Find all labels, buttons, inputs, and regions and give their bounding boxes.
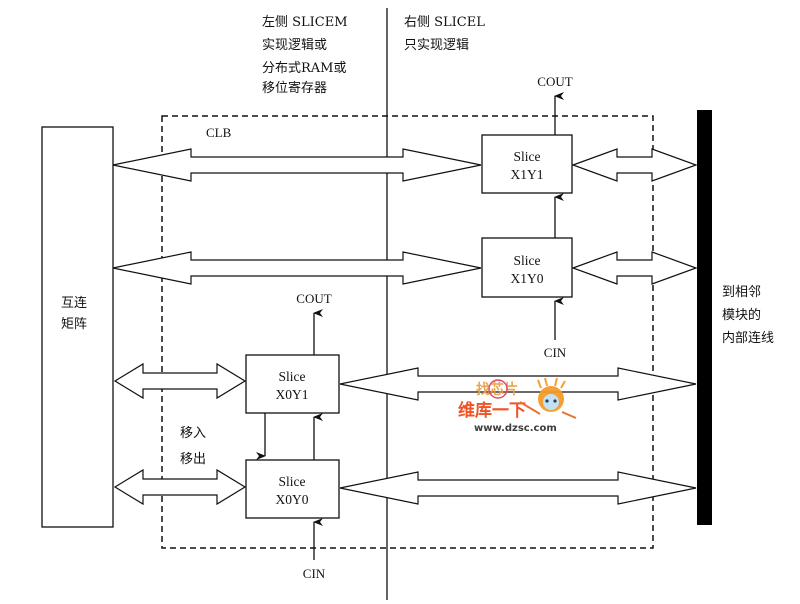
bus-arrow-x0y0-to-bus bbox=[339, 471, 697, 505]
shift-out-label: 移出 bbox=[180, 452, 206, 467]
right-header-line-2: 只实现逻辑 bbox=[404, 38, 469, 53]
slice-x1y0-title: Slice bbox=[514, 253, 541, 268]
slice-x1y1-coord: X1Y1 bbox=[511, 167, 544, 182]
slice-x0y1-coord: X0Y1 bbox=[276, 387, 309, 402]
left-header-line-4: 移位寄存器 bbox=[262, 80, 327, 96]
watermark: 找芯片 维库一下 www.dzsc.com bbox=[458, 377, 577, 434]
bus-arrow-x1y1-to-bus bbox=[571, 148, 698, 182]
watermark-mascot-face bbox=[543, 394, 559, 410]
clb-label: CLB bbox=[206, 125, 232, 140]
slice-x1y1: Slice X1Y1 bbox=[481, 134, 573, 194]
bus-arrow-x0y1-to-bus bbox=[339, 367, 697, 401]
shift-in-label: 移入 bbox=[180, 426, 206, 441]
bus-arrow-interconnect-to-x0y0 bbox=[113, 468, 247, 506]
interconnect-label-line-2: 矩阵 bbox=[61, 317, 87, 332]
right-header-text: 右侧 SLICEL 只实现逻辑 bbox=[404, 15, 485, 53]
watermark-top-text: 找芯片 bbox=[476, 381, 518, 398]
bus-arrow-interconnect-to-x1y1 bbox=[112, 148, 482, 182]
left-header-line-1: 左侧 SLICEM bbox=[262, 15, 348, 30]
right-label-line-3: 内部连线 bbox=[722, 330, 774, 346]
bus-arrow-interconnect-to-x1y0 bbox=[112, 251, 482, 285]
bus-arrow-interconnect-to-x0y1 bbox=[113, 362, 247, 400]
slice-x0y0-box bbox=[245, 459, 340, 519]
cin-right-label: CIN bbox=[544, 345, 567, 360]
watermark-main-text: 维库一下 bbox=[458, 400, 526, 421]
left-header-line-2: 实现逻辑或 bbox=[262, 38, 327, 53]
slice-x0y1-box bbox=[245, 354, 340, 414]
left-header-text: 左侧 SLICEM 实现逻辑或 分布式RAM或 移位寄存器 bbox=[262, 15, 348, 96]
slice-x1y1-box bbox=[481, 134, 573, 194]
cin-left-label: CIN bbox=[303, 566, 326, 581]
watermark-mascot-arms bbox=[519, 401, 577, 419]
cout-left-label: COUT bbox=[296, 291, 331, 306]
interconnect-matrix bbox=[41, 126, 114, 528]
clb-boundary bbox=[161, 115, 654, 549]
slice-x1y0: Slice X1Y0 bbox=[481, 237, 573, 298]
slice-x1y1-title: Slice bbox=[514, 149, 541, 164]
slice-x0y1: Slice X0Y1 bbox=[245, 354, 340, 414]
slice-x0y0-coord: X0Y0 bbox=[276, 492, 309, 507]
watermark-mascot-eye-right bbox=[553, 399, 557, 403]
left-header-line-3: 分布式RAM或 bbox=[262, 61, 347, 76]
bus-arrow-x1y0-to-bus bbox=[571, 251, 698, 285]
cout-right-label: COUT bbox=[537, 74, 572, 89]
watermark-mascot-crown bbox=[537, 377, 566, 389]
right-header-line-1: 右侧 SLICEL bbox=[404, 15, 485, 30]
slice-x1y0-coord: X1Y0 bbox=[511, 271, 544, 286]
watermark-logo-ring bbox=[488, 379, 508, 399]
interconnect-label-line-1: 互连 bbox=[61, 295, 87, 311]
slice-x0y1-title: Slice bbox=[279, 369, 306, 384]
slice-x0y0: Slice X0Y0 bbox=[245, 459, 340, 519]
bus-arrows bbox=[112, 148, 698, 506]
watermark-url: www.dzsc.com bbox=[474, 423, 557, 434]
right-label-line-2: 模块的 bbox=[722, 307, 761, 323]
right-label-line-1: 到相邻 bbox=[722, 285, 761, 300]
slice-x0y0-title: Slice bbox=[279, 474, 306, 489]
watermark-mascot-eye-left bbox=[545, 399, 549, 403]
adjacent-interconnect-bus bbox=[697, 110, 712, 525]
slice-x1y0-box bbox=[481, 237, 573, 298]
